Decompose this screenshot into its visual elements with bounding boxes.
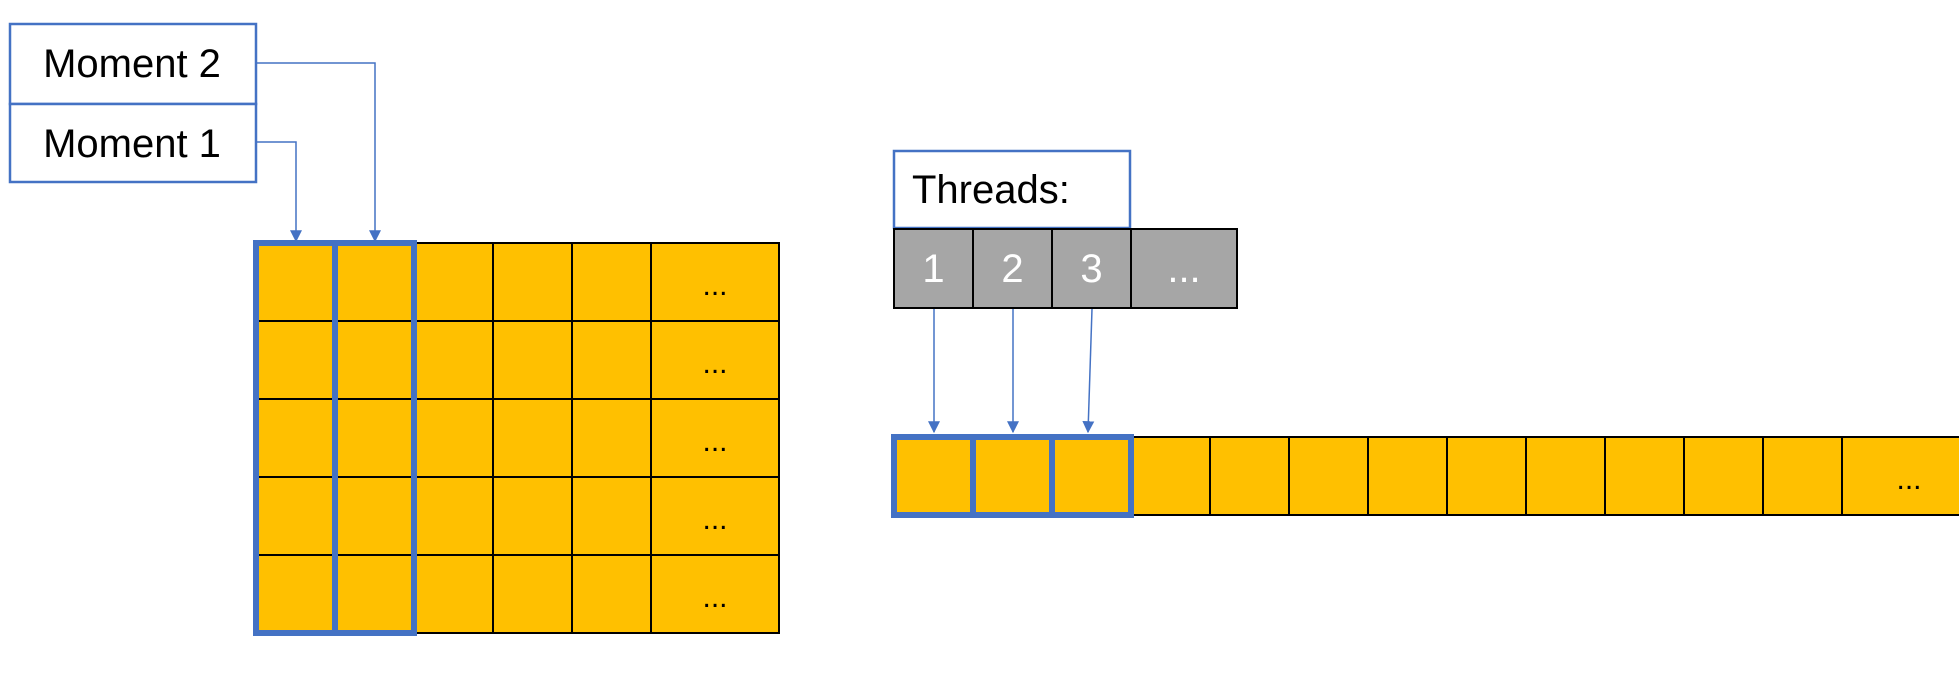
matrix-ellipsis-text: ...: [702, 269, 727, 302]
array-cell: [1367, 436, 1448, 516]
matrix-cell: [571, 242, 652, 322]
matrix-cell: [492, 476, 573, 556]
matrix-cell: [334, 320, 415, 400]
thread-label: 3: [1080, 247, 1102, 291]
matrix-cell: [492, 242, 573, 322]
matrix-ellipsis-text: ...: [702, 581, 727, 614]
thread-label: 2: [1001, 247, 1023, 291]
threads-label-box: [892, 149, 1132, 230]
array-cell: [1130, 436, 1211, 516]
matrix-cell: [413, 398, 494, 478]
thread-3-arrow: [1082, 308, 1095, 434]
thread-label: ...: [1167, 247, 1200, 291]
moment-2-label: Moment 2: [43, 42, 221, 86]
matrix-ellipsis-cell: [650, 320, 780, 400]
matrix-ellipsis-cell: [650, 398, 780, 478]
matrix-ellipsis-cell: [650, 554, 780, 634]
threads-label: Threads:: [912, 168, 1070, 212]
matrix-cell: [571, 476, 652, 556]
matrix-ellipsis-text: ...: [702, 347, 727, 380]
matrix-cell: [255, 320, 336, 400]
array-ellipsis-cell: [1841, 436, 1959, 516]
matrix-cell: [255, 554, 336, 634]
matrix-cell: [334, 242, 415, 322]
thread-box: [1130, 228, 1238, 309]
flat-array: ...: [891, 434, 1959, 518]
matrix-cell: [413, 554, 494, 634]
array-cell: [1762, 436, 1843, 516]
matrix-cell: [255, 476, 336, 556]
thread-label: 1: [922, 247, 944, 291]
array-cell: [1525, 436, 1606, 516]
thread-box: [893, 228, 974, 309]
array-cell: [1446, 436, 1527, 516]
matrix-ellipsis-text: ...: [702, 425, 727, 458]
moment-2-label-box: [8, 22, 258, 106]
array-cell: [893, 436, 974, 516]
matrix-cell: [334, 398, 415, 478]
moment-1-arrow: [256, 141, 302, 243]
matrix-ellipsis-text: ...: [702, 503, 727, 536]
matrix-cell: [492, 554, 573, 634]
matrix-cell: [413, 320, 494, 400]
matrix-ellipsis-cell: [650, 476, 780, 556]
moment-2-column-highlight: [332, 240, 417, 636]
matrix-cell: [413, 476, 494, 556]
array-ellipsis-text: ...: [1896, 463, 1921, 496]
array-cell: [1683, 436, 1764, 516]
matrix-cell: [492, 398, 573, 478]
moment-1-label-box: [8, 102, 258, 184]
array-cell: [972, 436, 1053, 516]
matrix-cell: [571, 398, 652, 478]
matrix-grid: ...............: [255, 242, 780, 634]
matrix-ellipsis-cell: [650, 242, 780, 322]
array-thread-highlight: [1049, 434, 1134, 518]
moment-1-label: Moment 1: [43, 122, 221, 166]
matrix-cell: [571, 554, 652, 634]
matrix-cell: [255, 242, 336, 322]
array-cell: [1288, 436, 1369, 516]
array-cell: [1209, 436, 1290, 516]
moment-2-arrow: [256, 62, 381, 243]
array-cell: [1051, 436, 1132, 516]
matrix-cell: [334, 554, 415, 634]
matrix-cell: [413, 242, 494, 322]
matrix-cell: [255, 398, 336, 478]
matrix-cell: [492, 320, 573, 400]
array-cell: [1604, 436, 1685, 516]
thread-row: 1 2 3...: [893, 228, 1238, 309]
matrix-cell: [571, 320, 652, 400]
matrix-cell: [334, 476, 415, 556]
